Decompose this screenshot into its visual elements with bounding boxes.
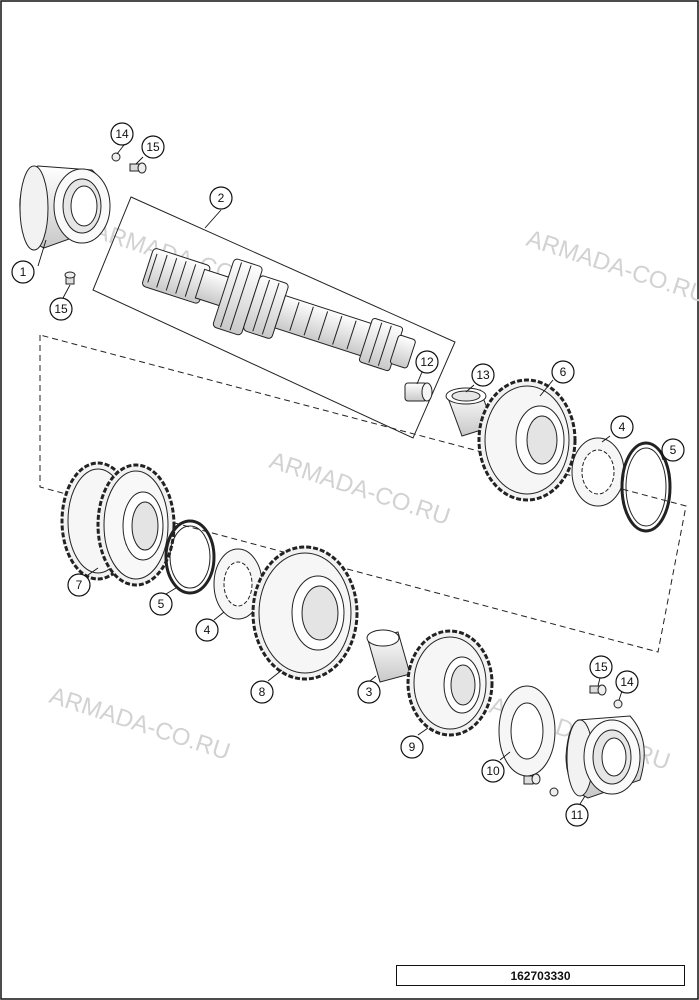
leader-lines bbox=[37, 144, 664, 805]
svg-text:14: 14 bbox=[115, 127, 129, 141]
watermark-text: ARMADA-CO.RU bbox=[46, 682, 233, 766]
svg-text:5: 5 bbox=[670, 443, 677, 457]
callout-13: 13 bbox=[471, 363, 495, 387]
watermark-text: ARMADA-CO.RU bbox=[266, 447, 453, 531]
callout-11: 11 bbox=[565, 803, 589, 827]
callout-9: 9 bbox=[400, 735, 424, 759]
callout-5-top: 5 bbox=[661, 438, 685, 462]
callout-1: 1 bbox=[11, 260, 35, 284]
svg-text:6: 6 bbox=[560, 365, 567, 379]
svg-text:8: 8 bbox=[259, 685, 266, 699]
gear-part-7 bbox=[60, 461, 176, 587]
callout-4-top: 4 bbox=[610, 415, 634, 439]
svg-text:15: 15 bbox=[146, 140, 160, 154]
callout-14-top: 14 bbox=[110, 122, 134, 146]
snap-ring-part-5-top bbox=[620, 441, 672, 533]
svg-text:2: 2 bbox=[218, 191, 225, 205]
svg-text:12: 12 bbox=[420, 355, 434, 369]
watermark-text: ARMADA-CO.RU bbox=[523, 225, 699, 309]
gear-part-8 bbox=[251, 545, 359, 681]
needle-bearing-part-12 bbox=[404, 382, 433, 402]
callout-2: 2 bbox=[209, 186, 233, 210]
screw-and-washer-top bbox=[64, 152, 147, 285]
svg-text:3: 3 bbox=[366, 685, 373, 699]
svg-text:7: 7 bbox=[76, 578, 83, 592]
main-shaft-part-2 bbox=[142, 248, 416, 372]
svg-text:9: 9 bbox=[409, 740, 416, 754]
callout-15-lower: 15 bbox=[589, 655, 613, 679]
lock-washer-part-4-lower bbox=[213, 548, 263, 620]
screw-and-washer-bottom bbox=[523, 684, 623, 797]
callout-7: 7 bbox=[67, 573, 91, 597]
svg-text:10: 10 bbox=[486, 764, 500, 778]
callout-14-lower: 14 bbox=[615, 670, 639, 694]
shaft-assembly-box bbox=[92, 196, 456, 439]
svg-text:11: 11 bbox=[571, 808, 584, 822]
assembly-boundary bbox=[39, 334, 687, 653]
callout-3: 3 bbox=[357, 680, 381, 704]
svg-text:13: 13 bbox=[476, 368, 490, 382]
thrust-washer-part-10 bbox=[498, 685, 556, 777]
gear-part-6 bbox=[477, 378, 577, 502]
svg-text:5: 5 bbox=[158, 597, 165, 611]
svg-text:15: 15 bbox=[594, 660, 608, 674]
svg-text:14: 14 bbox=[620, 675, 634, 689]
callout-12: 12 bbox=[415, 350, 439, 374]
svg-text:15: 15 bbox=[54, 302, 68, 316]
snap-ring-part-5-lower bbox=[164, 519, 216, 595]
callout-15-top: 15 bbox=[141, 135, 165, 159]
callout-4-lower: 4 bbox=[195, 618, 219, 642]
callout-10: 10 bbox=[481, 759, 505, 783]
callout-6: 6 bbox=[551, 360, 575, 384]
gear-part-9 bbox=[406, 629, 494, 737]
drawing-number: 162703330 bbox=[396, 965, 685, 986]
callout-15-left: 15 bbox=[49, 297, 73, 321]
callout-5-lower: 5 bbox=[149, 592, 173, 616]
callout-8: 8 bbox=[250, 680, 274, 704]
bearing-part-1 bbox=[19, 165, 111, 251]
bushing-part-3 bbox=[366, 629, 411, 683]
bearing-part-11 bbox=[565, 715, 645, 799]
lock-washer-part-4-top bbox=[571, 437, 625, 507]
svg-text:1: 1 bbox=[20, 265, 27, 279]
svg-text:4: 4 bbox=[204, 623, 211, 637]
svg-text:4: 4 bbox=[619, 420, 626, 434]
